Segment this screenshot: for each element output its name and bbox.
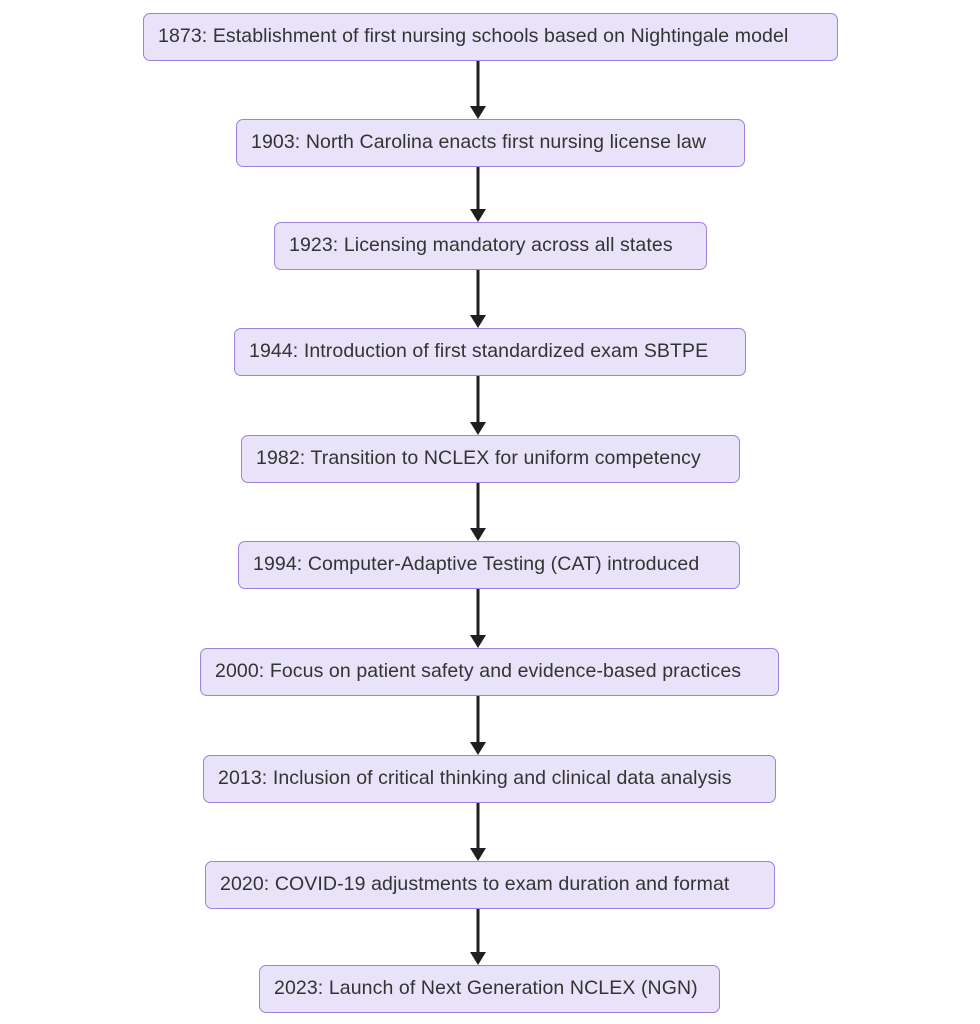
flow-node-1944[interactable]: 1944: Introduction of first standardized… [234,328,746,376]
flow-node-label: 1982: Transition to NCLEX for uniform co… [256,447,701,470]
flow-node-2020[interactable]: 2020: COVID-19 adjustments to exam durat… [205,861,775,909]
flow-node-label: 1873: Establishment of first nursing sch… [158,25,789,48]
flow-node-2023[interactable]: 2023: Launch of Next Generation NCLEX (N… [259,965,720,1013]
flow-arrow-n1944-to-n1982 [466,376,490,435]
flow-node-2013[interactable]: 2013: Inclusion of critical thinking and… [203,755,776,803]
flow-node-label: 1903: North Carolina enacts first nursin… [251,131,707,154]
flow-node-label: 1923: Licensing mandatory across all sta… [289,234,673,257]
flow-arrow-n1873-to-n1903 [466,61,490,119]
flow-arrow-n1982-to-n1994 [466,483,490,541]
flow-arrow-n1994-to-n2000 [466,589,490,648]
flow-node-1994[interactable]: 1994: Computer-Adaptive Testing (CAT) in… [238,541,740,589]
flow-arrow-n1923-to-n1944 [466,270,490,328]
flow-arrow-n2013-to-n2020 [466,803,490,861]
flow-node-label: 2000: Focus on patient safety and eviden… [215,660,742,683]
flow-node-label: 1994: Computer-Adaptive Testing (CAT) in… [253,553,700,576]
flow-node-1873[interactable]: 1873: Establishment of first nursing sch… [143,13,838,61]
flow-node-2000[interactable]: 2000: Focus on patient safety and eviden… [200,648,779,696]
flow-arrow-n1903-to-n1923 [466,167,490,222]
flow-node-label: 2020: COVID-19 adjustments to exam durat… [220,873,730,896]
flow-node-label: 2013: Inclusion of critical thinking and… [218,767,732,790]
flow-node-1903[interactable]: 1903: North Carolina enacts first nursin… [236,119,745,167]
flow-node-1982[interactable]: 1982: Transition to NCLEX for uniform co… [241,435,740,483]
flow-node-1923[interactable]: 1923: Licensing mandatory across all sta… [274,222,707,270]
flow-node-label: 1944: Introduction of first standardized… [249,340,709,363]
flow-node-label: 2023: Launch of Next Generation NCLEX (N… [274,977,698,1000]
flow-arrow-n2000-to-n2013 [466,696,490,755]
flow-arrow-n2020-to-n2023 [466,909,490,965]
